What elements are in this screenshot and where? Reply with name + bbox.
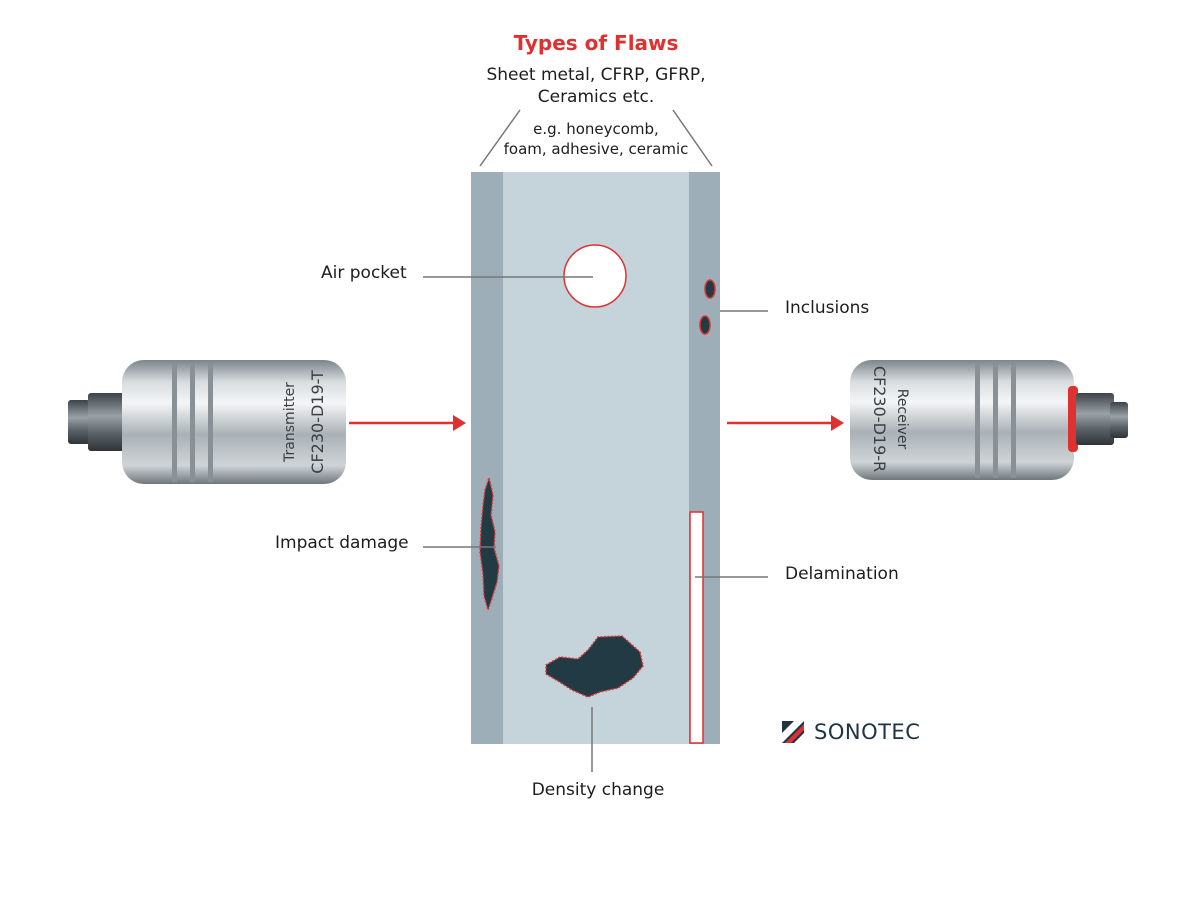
inclusion-shape-2 — [699, 315, 711, 335]
receiver-probe: CF230-D19-R Receiver — [850, 360, 1128, 480]
transmitter-groove-2 — [190, 362, 195, 482]
delamination-label: Delamination — [785, 564, 899, 584]
transmitter-groove-3 — [208, 362, 213, 482]
inclusions-label: Inclusions — [785, 298, 870, 318]
receiver-role-text: Receiver — [894, 389, 910, 450]
receiver-connector — [1076, 393, 1114, 445]
skin-leader-left — [479, 109, 521, 167]
sonotec-logo: SONOTEC — [782, 720, 920, 744]
skin-leader-right — [672, 109, 713, 167]
brand-name: SONOTEC — [814, 720, 921, 744]
receiver-connector-tip — [1110, 402, 1128, 438]
transmitter-body — [122, 360, 346, 484]
transmitter-role-text: Transmitter — [282, 382, 298, 463]
air-pocket-label: Air pocket — [321, 263, 407, 283]
face-sheet-materials-line-1: Sheet metal, CFRP, GFRP, — [486, 65, 706, 85]
sonotec-mark-icon — [782, 721, 804, 743]
outgoing-arrow-head — [831, 415, 844, 431]
transmitter-groove-1 — [172, 362, 177, 482]
receiver-red-ring — [1068, 386, 1078, 452]
transmitter-probe: Transmitter CF230-D19-T — [68, 360, 346, 484]
receiver-groove-2 — [993, 362, 998, 478]
receiver-model-text: CF230-D19-R — [870, 366, 889, 472]
core-materials-line-1: e.g. honeycomb, — [533, 120, 659, 138]
impact-damage-shape — [479, 475, 500, 613]
panel-skin-left — [471, 172, 503, 744]
transmitter-connector — [88, 393, 128, 451]
face-sheet-materials-line-2: Ceramics etc. — [537, 87, 655, 107]
transmitter-model-text: CF230-D19-T — [308, 370, 327, 474]
transmitter-connector-tip — [68, 400, 90, 444]
receiver-body — [850, 360, 1074, 480]
face-sheet-materials: Sheet metal, CFRP, GFRP, Ceramics etc. — [486, 64, 705, 108]
receiver-groove-1 — [975, 362, 980, 478]
impact-damage-label: Impact damage — [275, 533, 409, 553]
inclusion-shape-1 — [704, 279, 716, 299]
core-materials-line-2: foam, adhesive, ceramic — [503, 140, 689, 158]
incoming-arrow-head — [453, 415, 466, 431]
diagram-title: Types of Flaws — [513, 31, 679, 55]
density-change-label: Density change — [531, 780, 665, 800]
air-pocket-shape — [563, 244, 627, 308]
density-change-shape — [545, 635, 644, 698]
core-materials: e.g. honeycomb, foam, adhesive, ceramic — [504, 119, 689, 159]
receiver-groove-3 — [1011, 362, 1016, 478]
delamination-shape — [689, 511, 704, 744]
